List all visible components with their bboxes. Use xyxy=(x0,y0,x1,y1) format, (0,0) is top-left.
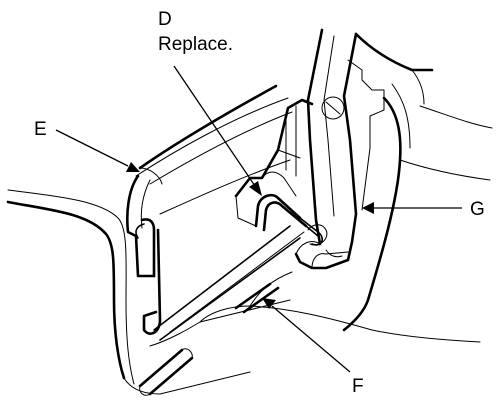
leader-e xyxy=(55,129,140,172)
hinge-rail xyxy=(149,225,373,347)
clip-d xyxy=(254,193,328,246)
lower-rod xyxy=(138,348,194,396)
rod-f xyxy=(234,282,280,314)
right-body xyxy=(371,105,493,343)
callout-f-letter: F xyxy=(352,376,364,397)
leader-g xyxy=(362,202,462,214)
body-panel xyxy=(6,189,251,395)
callout-d-letter: D xyxy=(158,9,172,30)
callout-g-letter: G xyxy=(470,199,485,220)
catch-bracket xyxy=(126,174,162,335)
lid-panel xyxy=(135,84,293,215)
leader-d xyxy=(173,65,262,196)
callout-d-note: Replace. xyxy=(158,34,233,55)
hinge-bracket-right xyxy=(342,32,434,332)
leader-f xyxy=(262,298,351,373)
hinge-arm-g xyxy=(294,28,358,270)
callout-e-letter: E xyxy=(34,119,47,140)
